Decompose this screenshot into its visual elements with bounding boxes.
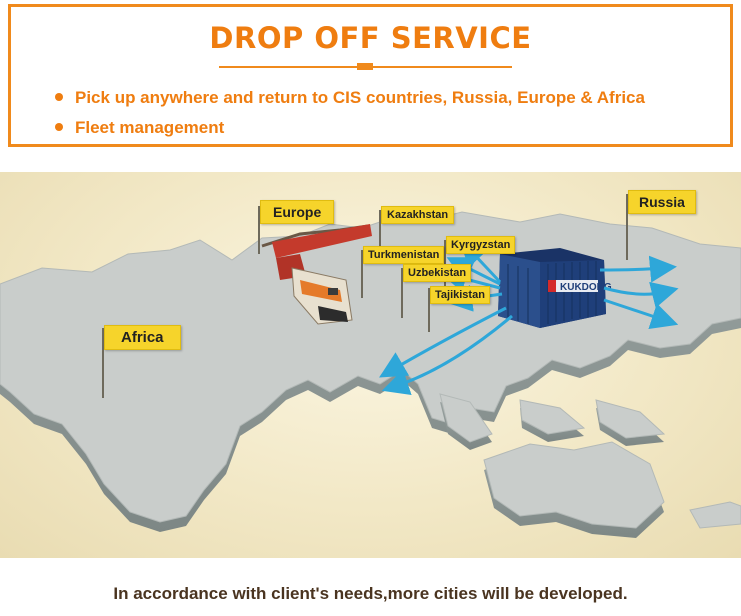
bullet-icon xyxy=(55,92,63,101)
freight-train-illustration xyxy=(272,224,372,325)
flag-kazakhstan-label: Kazakhstan xyxy=(387,209,449,221)
bullet-item-pickup: Pick up anywhere and return to CIS count… xyxy=(55,88,645,108)
bullet-text: Pick up anywhere and return to CIS count… xyxy=(75,88,645,107)
info-panel: DROP OFF SERVICE Pick up anywhere and re… xyxy=(8,4,733,147)
title-divider-mark xyxy=(357,63,373,70)
route-arrows xyxy=(379,239,679,396)
flag-africa-label: Africa xyxy=(121,329,164,346)
land-southeast-asia xyxy=(439,393,666,450)
bullet-item-fleet: Fleet management xyxy=(55,118,224,138)
world-map: KUKDONG Europe Kazakhstan Kyrgyzstan Tur… xyxy=(0,172,741,558)
arrow-west xyxy=(379,306,507,378)
flag-africa: Africa xyxy=(104,325,181,350)
container-brand-label: KUKDONG xyxy=(560,282,612,293)
flag-pole xyxy=(258,206,260,254)
flag-pole xyxy=(401,268,403,318)
flag-europe: Europe xyxy=(260,200,335,224)
flag-pole xyxy=(428,288,430,332)
arrow-east xyxy=(599,255,677,283)
bullet-text: Fleet management xyxy=(75,118,225,137)
bullet-icon xyxy=(55,122,63,131)
arrow-southeast xyxy=(603,298,679,330)
flag-turkmenistan-label: Turkmenistan xyxy=(368,249,440,261)
flag-pole xyxy=(379,210,381,258)
flag-pole xyxy=(626,194,628,260)
footer-note: In accordance with client's needs,more c… xyxy=(113,584,628,603)
arrow-southwest xyxy=(381,314,513,396)
flag-russia-label: Russia xyxy=(639,194,685,210)
flag-tajikistan-label: Tajikistan xyxy=(435,289,485,301)
flag-pole xyxy=(102,328,104,398)
flag-uzbekistan-label: Uzbekistan xyxy=(408,267,467,279)
shipping-container-illustration xyxy=(498,248,606,328)
flag-kyrgyzstan: Kyrgyzstan xyxy=(446,236,516,254)
map-illustration: KUKDONG xyxy=(0,211,741,538)
arrow-kyrgyzstan xyxy=(459,239,502,284)
flag-tajikistan: Tajikistan xyxy=(430,286,490,304)
flag-kyrgyzstan-label: Kyrgyzstan xyxy=(451,239,511,251)
page-title: DROP OFF SERVICE xyxy=(209,21,532,55)
flag-pole xyxy=(361,250,363,298)
flag-russia: Russia xyxy=(628,190,696,214)
land-australia xyxy=(483,441,741,538)
flag-uzbekistan: Uzbekistan xyxy=(403,264,472,282)
flag-pole xyxy=(444,240,446,286)
flag-europe-label: Europe xyxy=(273,204,322,220)
flag-kazakhstan: Kazakhstan xyxy=(381,206,455,224)
flag-turkmenistan: Turkmenistan xyxy=(363,246,445,264)
arrow-east-2 xyxy=(603,281,679,309)
